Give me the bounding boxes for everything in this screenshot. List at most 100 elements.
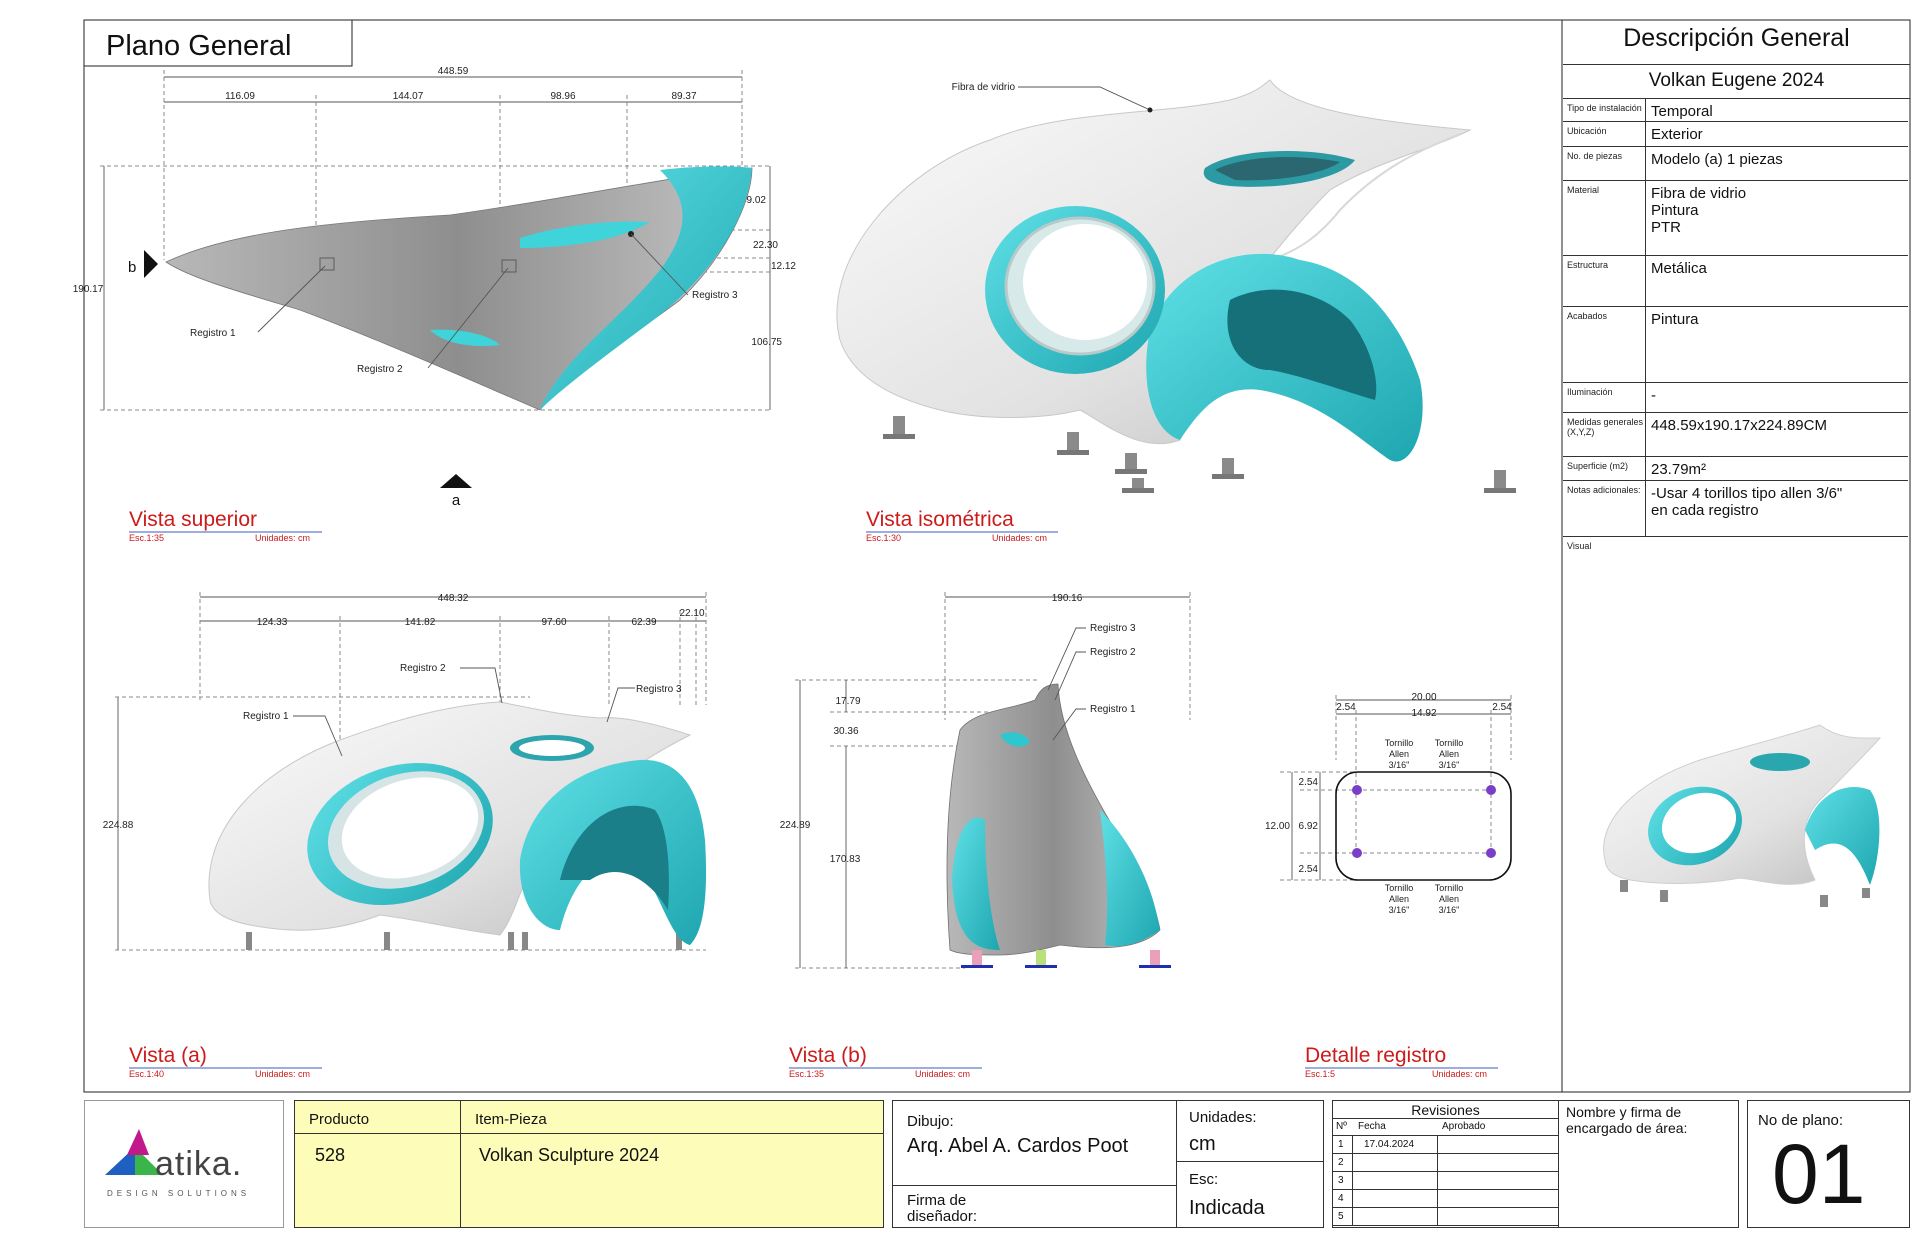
marker-a-label: a [452, 492, 461, 509]
logo-text: atika. [155, 1145, 243, 1183]
view-top: 448.59 116.09 144.07 98.96 89.37 190.17 … [73, 66, 797, 543]
revision-row: 5 [1332, 1207, 1559, 1226]
dim-62-39: 62.39 [631, 617, 656, 628]
project-name: Volkan Eugene 2024 [1648, 70, 1825, 91]
description-key: Iluminación [1567, 387, 1613, 397]
dim-190-16: 190.16 [1052, 593, 1083, 604]
dim-170-83: 170.83 [830, 854, 861, 865]
screw-label-line3: 3/16" [1439, 760, 1460, 770]
revision-number: 5 [1338, 1211, 1344, 1222]
dim-6-92: 6.92 [1299, 821, 1319, 832]
dim-448-59: 448.59 [438, 66, 469, 77]
dim-17-79: 17.79 [835, 696, 860, 707]
view-isometric: Fibra de vidrio Vista isométrica Esc.1:3… [836, 79, 1516, 543]
screw-label-line3: 3/16" [1389, 760, 1410, 770]
producto-value: 528 [315, 1145, 346, 1165]
label-b-registro-1: Registro 1 [1090, 704, 1136, 715]
dim-49-02: 49.02 [741, 195, 766, 206]
view-b-scale: Esc.1:35 [789, 1069, 824, 1079]
revisions-header-cell: Nº [1336, 1121, 1347, 1132]
screw-holes [1352, 785, 1496, 858]
section-marker-a [440, 474, 472, 488]
description-key: No. de piezas [1567, 151, 1623, 161]
view-detail-scale: Esc.1:5 [1305, 1069, 1335, 1079]
label-registro-3: Registro 3 [692, 290, 738, 301]
dim-448-32: 448.32 [438, 593, 469, 604]
dim-116-09: 116.09 [225, 91, 255, 102]
description-value: Temporal [1651, 103, 1713, 120]
description-value: -Usar 4 torillos tipo allen 3/6" en cada… [1651, 485, 1843, 519]
description-value: Pintura [1651, 311, 1699, 328]
producto-label: Producto [309, 1111, 370, 1128]
revision-row: 2 [1332, 1153, 1559, 1172]
dim-141-82: 141.82 [405, 617, 436, 628]
description-row: Acabados Pintura [1563, 306, 1908, 383]
firma-disenador-label: Firma de diseñador: [907, 1192, 978, 1225]
description-key: Medidas generales (X,Y,Z) [1567, 417, 1644, 437]
view-iso-title: Vista isométrica [866, 508, 1014, 531]
teal-opening-top [520, 221, 650, 248]
view-top-title: Vista superior [129, 508, 257, 531]
dim-14-92: 14.92 [1411, 708, 1436, 719]
dim-2-54-top-right: 2.54 [1492, 702, 1512, 713]
description-row: Tipo de instalación Temporal [1563, 98, 1908, 122]
view-detail-title: Detalle registro [1305, 1044, 1446, 1067]
item-label: Item-Pieza [475, 1111, 547, 1128]
label-registro-1: Registro 1 [190, 328, 236, 339]
screw-label-line1: Tornillo [1385, 738, 1414, 748]
description-key: Tipo de instalación [1567, 103, 1642, 113]
view-top-units: Unidades: cm [255, 533, 310, 543]
dim-22-10: 22.10 [679, 608, 704, 619]
sheet-title: Plano General [106, 30, 291, 62]
view-detail-units: Unidades: cm [1432, 1069, 1487, 1079]
screw-label-line1: Tornillo [1385, 883, 1414, 893]
description-key: Visual [1567, 541, 1592, 551]
description-value: - [1651, 387, 1656, 404]
screw-label-line2: Allen [1439, 749, 1459, 759]
title-tab [84, 20, 353, 67]
unidades-value: cm [1189, 1133, 1216, 1155]
label-a-registro-1: Registro 1 [243, 711, 289, 722]
description-row: Iluminación - [1563, 382, 1908, 413]
description-value: Fibra de vidrio Pintura PTR [1651, 185, 1747, 236]
dim-144-07: 144.07 [393, 91, 424, 102]
plano-number: 01 [1772, 1127, 1866, 1221]
screw-hole-icon [1352, 785, 1362, 795]
description-key: Acabados [1567, 311, 1608, 321]
description-heading: Descripción General [1623, 24, 1850, 52]
screw-labels: Tornillo Allen 3/16" Tornillo Allen 3/16… [1385, 738, 1464, 915]
logo-subtitle: DESIGN SOLUTIONS [107, 1189, 251, 1198]
description-value: Modelo (a) 1 piezas [1651, 151, 1783, 168]
screw-hole-icon [1486, 785, 1496, 795]
dibujo-value: Arq. Abel A. Cardos Poot [907, 1135, 1129, 1157]
screw-label-line1: Tornillo [1435, 883, 1464, 893]
screw-label-line1: Tornillo [1435, 738, 1464, 748]
firma-area-label: Nombre y firma de encargado de área: [1566, 1104, 1688, 1136]
dim-2-54-left-bottom: 2.54 [1299, 864, 1319, 875]
label-fibra-de-vidrio: Fibra de vidrio [952, 82, 1016, 93]
unidades-label: Unidades: [1189, 1109, 1257, 1126]
registro-plate [1335, 771, 1512, 881]
view-iso-scale: Esc.1:30 [866, 533, 901, 543]
revisions-label: Revisiones [1411, 1102, 1480, 1118]
revision-row: 4 [1332, 1189, 1559, 1208]
description-value: 448.59x190.17x224.89CM [1651, 417, 1827, 434]
dim-190-17: 190.17 [73, 284, 104, 295]
title-block: atika. DESIGN SOLUTIONS Producto 528 Ite… [84, 1100, 1910, 1228]
view-detail: 20.00 2.54 14.92 2.54 2.54 12.00 6.92 2.… [1265, 692, 1512, 1079]
description-key: Superficie (m2) [1567, 461, 1629, 471]
producto-box: Producto 528 Item-Pieza Volkan Sculpture… [294, 1100, 884, 1228]
screw-label-line2: Allen [1439, 894, 1459, 904]
revisions-header-cell: Aprobado [1442, 1121, 1486, 1132]
revision-number: 2 [1338, 1157, 1344, 1168]
view-a-title: Vista (a) [129, 1044, 207, 1067]
sculpture-front-b [946, 683, 1161, 956]
view-b-units: Unidades: cm [915, 1069, 970, 1079]
dim-106-75: 106.75 [751, 337, 782, 348]
dim-20-00: 20.00 [1411, 692, 1436, 703]
side-opening [1023, 224, 1147, 340]
label-a-registro-3: Registro 3 [636, 684, 682, 695]
